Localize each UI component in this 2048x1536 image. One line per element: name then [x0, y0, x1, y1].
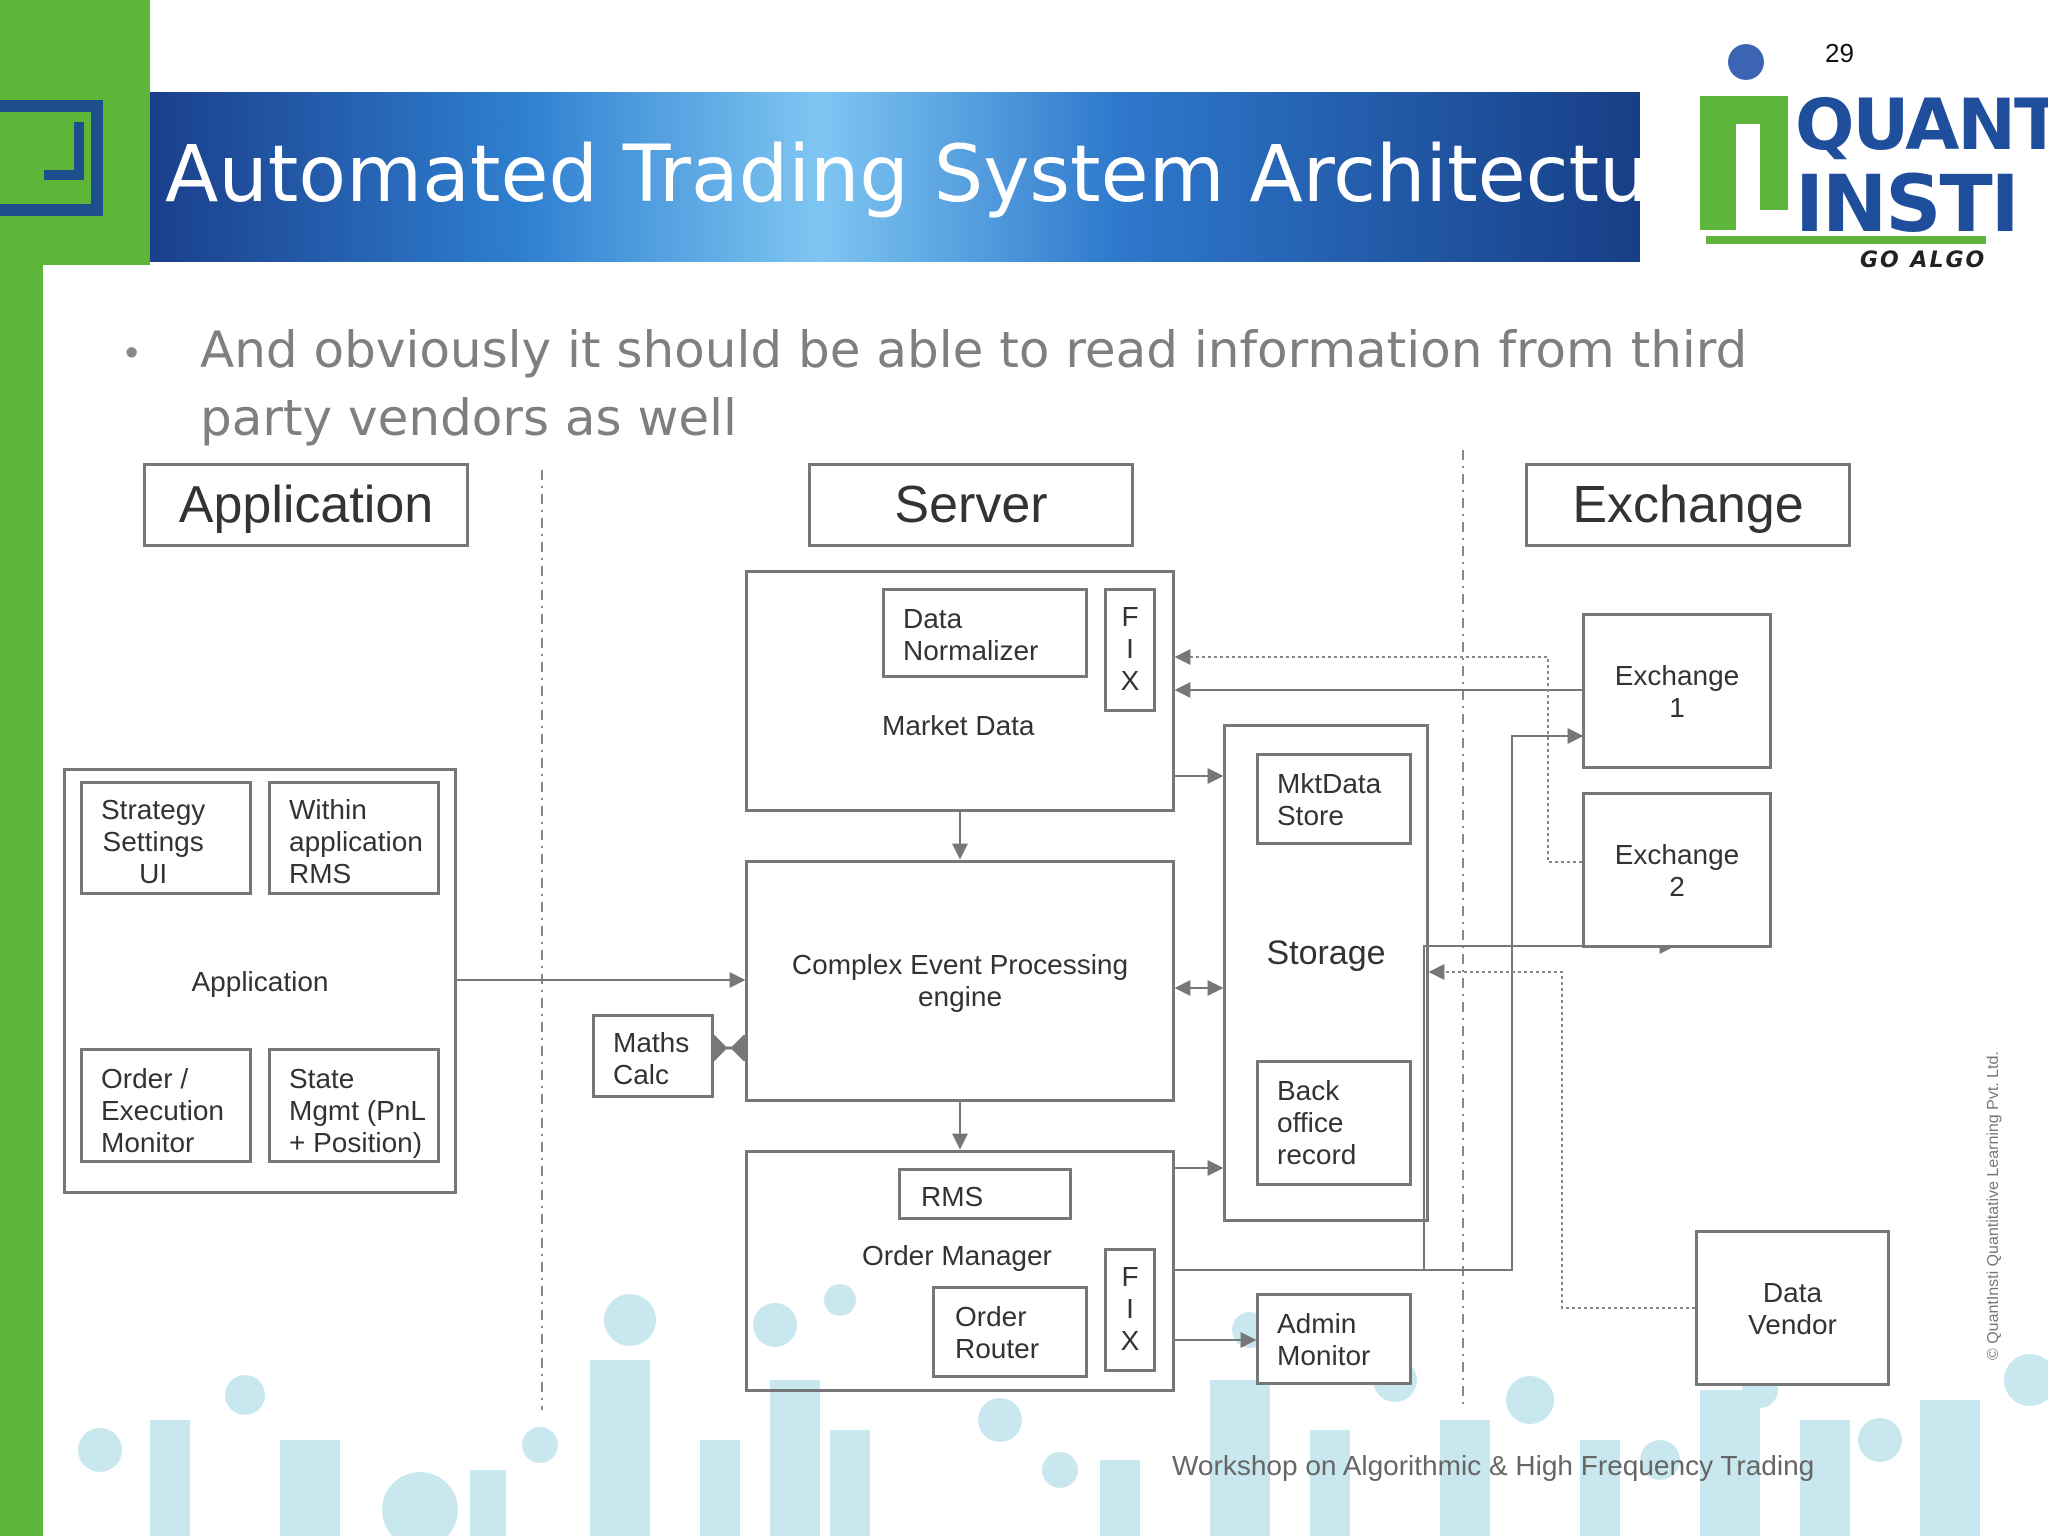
logo-word-insti: INSTI [1795, 160, 2020, 250]
maths-calc-box: Maths Calc [592, 1014, 714, 1098]
order-manager-container [745, 1150, 1175, 1392]
order-router-box: Order Router [932, 1286, 1088, 1378]
within-rms-label: Within application RMS [289, 794, 423, 889]
exchange-2-label: Exchange 2 [1614, 839, 1740, 902]
market-data-label: Market Data [882, 710, 1035, 741]
copyright-text: © QuantInsti Quantitative Learning Pvt. … [1985, 1051, 2002, 1360]
logo-dot-icon [1728, 44, 1764, 80]
data-vendor-box: Data Vendor [1695, 1230, 1890, 1386]
fix-top-label: F I X [1120, 601, 1140, 696]
market-data-container [745, 570, 1175, 812]
exchange-2-box: Exchange 2 [1582, 792, 1772, 948]
bullet-marker: • [125, 332, 139, 374]
state-mgmt-box: State Mgmt (PnL + Position) [268, 1048, 440, 1163]
title-band [150, 92, 1640, 262]
strategy-settings-box: Strategy Settings UI [80, 781, 252, 895]
state-mgmt-label: State Mgmt (PnL + Position) [289, 1063, 426, 1158]
mktdata-store-label: MktData Store [1277, 768, 1382, 831]
storage-container [1223, 724, 1429, 1222]
header-exchange: Exchange [1525, 463, 1851, 547]
data-normalizer-label: Data Normalizer [903, 603, 1039, 666]
data-vendor-label: Data Vendor [1748, 1277, 1837, 1340]
logo-word-quant: QUANT [1795, 84, 2048, 166]
fix-bottom-label: F I X [1120, 1261, 1140, 1356]
back-office-box: Back office record [1256, 1060, 1412, 1186]
maths-calc-label: Maths Calc [613, 1027, 690, 1090]
header-application: Application [143, 463, 469, 547]
footer-text: Workshop on Algorithmic & High Frequency… [1172, 1450, 1815, 1481]
back-office-label: Back office record [1277, 1075, 1357, 1170]
within-rms-box: Within application RMS [268, 781, 440, 895]
rms-label: RMS [921, 1181, 984, 1212]
application-container [63, 768, 457, 1194]
order-manager-label: Order Manager [862, 1240, 1052, 1271]
exchange-1-box: Exchange 1 [1582, 613, 1772, 769]
order-router-label: Order Router [955, 1301, 1040, 1364]
header-server: Server [808, 463, 1134, 547]
logo-tagline: GO ALGO [1860, 248, 1987, 273]
exchange-1-label: Exchange 1 [1614, 660, 1740, 723]
admin-monitor-label: Admin Monitor [1277, 1308, 1371, 1371]
corner-square-inner-icon [44, 122, 84, 180]
cep-box: Complex Event Processing engine [745, 860, 1175, 1102]
admin-monitor-box: Admin Monitor [1256, 1293, 1412, 1385]
bullet-text: And obviously it should be able to read … [200, 321, 1748, 447]
cep-label: Complex Event Processing engine [791, 949, 1129, 1012]
mktdata-store-box: MktData Store [1256, 753, 1412, 845]
order-execution-box: Order / Execution Monitor [80, 1048, 252, 1163]
slide-title: Automated Trading System Architecture [165, 130, 1727, 220]
fix-top-box: F I X [1104, 588, 1156, 712]
application-container-label: Application [191, 966, 329, 997]
rms-box: RMS [898, 1168, 1072, 1220]
strategy-settings-label: Strategy Settings UI [101, 794, 206, 889]
page-number: 29 [1825, 38, 1854, 68]
order-execution-label: Order / Execution Monitor [101, 1063, 224, 1158]
data-normalizer-box: Data Normalizer [882, 588, 1088, 678]
corner-square-icon [0, 100, 103, 216]
fix-bottom-box: F I X [1104, 1248, 1156, 1372]
storage-label: Storage [1266, 934, 1386, 972]
